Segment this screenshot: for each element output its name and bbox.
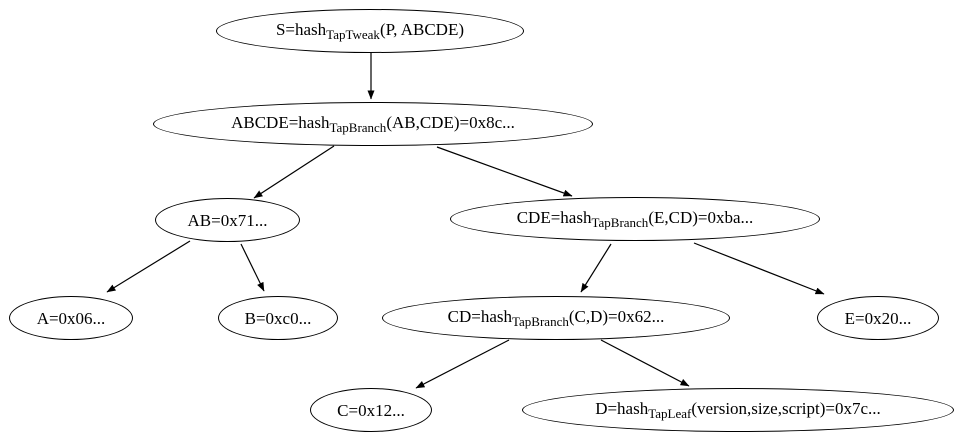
node-B-label: B=0xc0... [245,310,312,327]
node-CD-label-subscript: TapBranch [512,314,569,329]
node-C: C=0x12... [310,388,432,432]
node-D-label-post: (version,size,script)=0x7c... [691,399,881,418]
node-AB-label-pre: AB=0x71... [187,210,268,230]
node-AB: AB=0x71... [155,198,300,242]
node-C-label-pre: C=0x12... [337,400,405,420]
node-ABCDE-label-post: (AB,CDE)=0x8c... [386,113,515,132]
node-CDE-label-post: (E,CD)=0xba... [648,208,754,227]
node-CD-label-post: (C,D)=0x62... [568,307,665,326]
node-S-label-subscript: TapTweak [326,27,380,42]
node-CDE-label-subscript: TapBranch [591,215,649,230]
edge-AB-B [240,243,265,292]
node-S-label-pre: S=hash [275,20,327,39]
node-CD-label-pre: CD=hash [447,307,512,326]
node-D-label-pre: D=hash [595,399,649,418]
node-C-label: C=0x12... [337,402,405,419]
node-ABCDE-label: ABCDE=hashTapBranch(AB,CDE)=0x8c... [231,114,515,134]
edge-AB-A [106,240,191,293]
node-CDE-label-pre: CDE=hash [516,208,592,227]
node-S: S=hashTapTweak(P, ABCDE) [216,9,524,53]
node-CD: CD=hashTapBranch(C,D)=0x62... [382,296,730,340]
edge-CD-C [415,339,510,389]
edge-ABCDE-AB [253,145,335,199]
node-A-label: A=0x06... [37,310,106,327]
node-A-label-pre: A=0x06... [36,308,106,328]
node-E-label-pre: E=0x20... [844,308,912,328]
node-CD-label: CD=hashTapBranch(C,D)=0x62... [448,308,665,328]
node-A: A=0x06... [9,296,133,340]
node-B: B=0xc0... [218,296,338,340]
edge-CD-D [600,339,690,387]
node-ABCDE-label-pre: ABCDE=hash [231,113,330,132]
node-E-label: E=0x20... [845,310,912,327]
node-AB-label: AB=0x71... [188,212,268,229]
node-ABCDE: ABCDE=hashTapBranch(AB,CDE)=0x8c... [153,102,593,146]
node-S-label-post: (P, ABCDE) [379,20,465,39]
node-S-label: S=hashTapTweak(P, ABCDE) [276,21,464,41]
node-D: D=hashTapLeaf(version,size,script)=0x7c.… [522,388,954,432]
node-CDE-label: CDE=hashTapBranch(E,CD)=0xba... [517,209,754,229]
edge-CDE-E [693,242,825,295]
node-E: E=0x20... [817,296,939,340]
node-D-label-subscript: TapLeaf [648,406,692,421]
node-B-label-pre: B=0xc0... [244,308,312,328]
node-CDE: CDE=hashTapBranch(E,CD)=0xba... [450,197,820,241]
node-D-label: D=hashTapLeaf(version,size,script)=0x7c.… [595,400,881,420]
edge-CDE-CD [580,243,612,293]
node-ABCDE-label-subscript: TapBranch [329,120,387,135]
edge-ABCDE-CDE [436,146,573,197]
